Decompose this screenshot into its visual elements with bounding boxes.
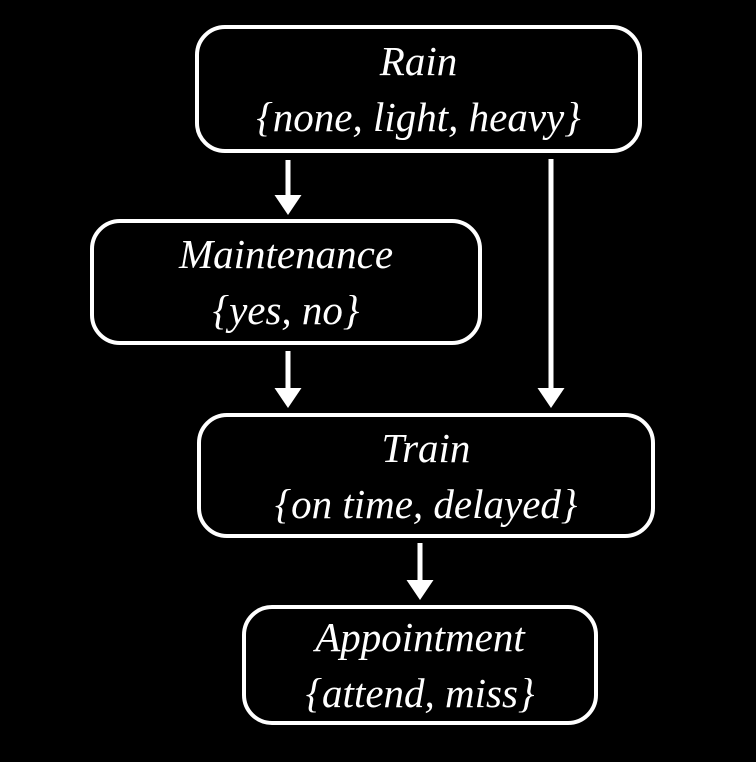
- edge-rain-to-maintenance: [274, 160, 302, 215]
- edge-train-to-appointment: [406, 543, 434, 600]
- node-rain: Rain {none, light, heavy}: [195, 25, 642, 153]
- node-appointment: Appointment {attend, miss}: [242, 605, 598, 725]
- edge-maintenance-to-train: [274, 351, 302, 408]
- node-rain-domain: {none, light, heavy}: [256, 94, 581, 140]
- node-rain-label: Rain: [379, 38, 458, 84]
- node-maintenance-label: Maintenance: [178, 231, 394, 277]
- node-appointment-label: Appointment: [315, 614, 525, 660]
- node-train-label: Train: [381, 424, 471, 471]
- node-appointment-domain: {attend, miss}: [305, 670, 535, 716]
- node-maintenance: Maintenance {yes, no}: [90, 219, 482, 345]
- node-maintenance-domain: {yes, no}: [212, 287, 360, 333]
- node-train: Train {on time, delayed}: [197, 413, 655, 538]
- node-train-domain: {on time, delayed}: [274, 480, 578, 527]
- edge-rain-to-train: [537, 159, 565, 408]
